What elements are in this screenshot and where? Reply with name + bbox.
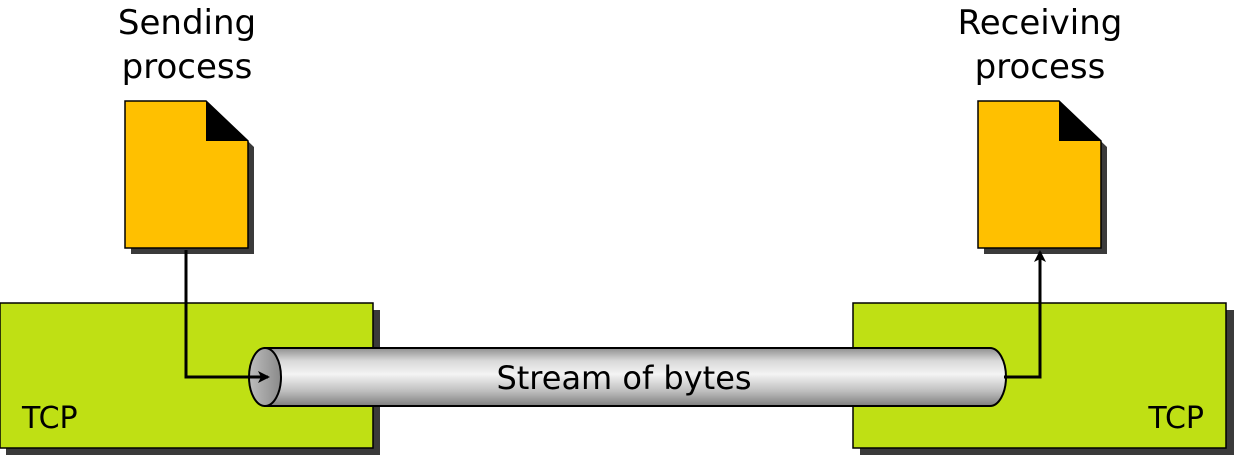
sending-process-title-line1: Sending (118, 3, 256, 43)
sending-document-body (124, 100, 249, 249)
receiving-document-icon (977, 100, 1107, 254)
byte-stream-pipe: Stream of bytes (248, 347, 1007, 407)
receive-arrow (1004, 250, 1046, 379)
sending-document-icon (124, 100, 254, 254)
receiving-document-fold (1059, 101, 1101, 141)
receiving-process-title-line2: process (975, 47, 1106, 87)
stream-label: Stream of bytes (496, 359, 751, 397)
send-arrow (184, 250, 270, 383)
receiving-process-title-line1: Receiving (958, 3, 1123, 43)
sending-document-fold (206, 101, 248, 141)
receiving-document-body (977, 100, 1102, 249)
receiver-tcp-label: TCP (1147, 401, 1204, 436)
pipe-body (264, 347, 1007, 407)
sending-process-title-line2: process (122, 47, 253, 87)
sender-tcp-label: TCP (21, 401, 78, 436)
